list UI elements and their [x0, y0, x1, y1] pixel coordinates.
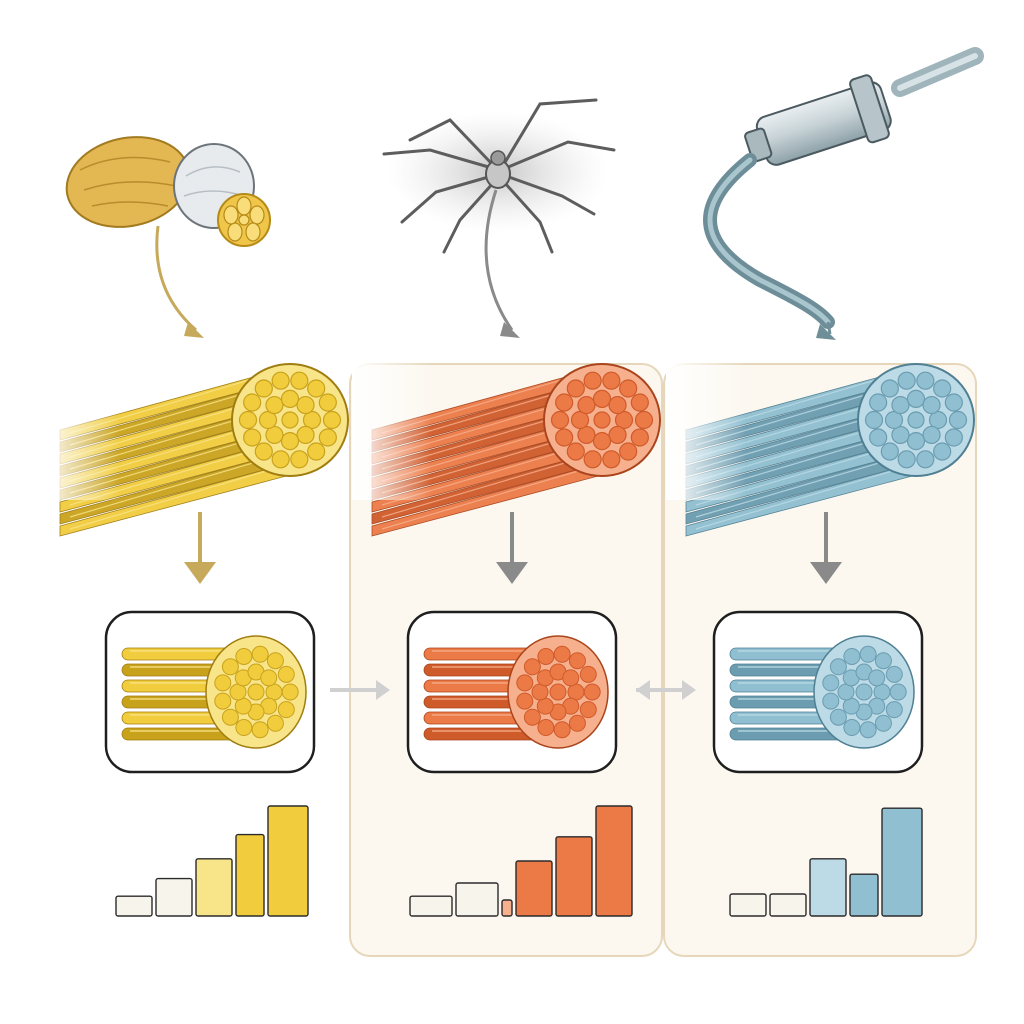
bar [409, 895, 453, 917]
bar [809, 858, 847, 917]
bar [455, 882, 499, 917]
source-arrow [155, 225, 204, 338]
bar [195, 858, 233, 917]
down-arrow [810, 512, 842, 584]
down-arrow [496, 512, 528, 584]
structure-card-synthetic-fiber [712, 610, 924, 774]
down-arrow [184, 512, 216, 584]
fiber-bundles [40, 360, 975, 537]
fiber-bundle-silk [40, 360, 349, 537]
comparison-connectors [330, 680, 696, 700]
bar [555, 836, 593, 917]
extrusion-nozzle-icon [703, 47, 984, 329]
connector-spider-silk-synthetic-fiber [636, 680, 696, 700]
bar-group-spider-silk [409, 805, 633, 917]
bar-group-silk [115, 805, 309, 917]
fiber-bundle-spider-silk [352, 360, 661, 537]
property-bar-groups [115, 805, 923, 917]
bar [267, 805, 309, 917]
bar [849, 873, 879, 917]
bar-group-synthetic-fiber [729, 807, 923, 917]
structure-card-silk [104, 610, 316, 774]
bar [155, 877, 193, 917]
bar [501, 899, 513, 917]
bar [595, 805, 633, 917]
bar [769, 893, 807, 917]
structure-card-spider-silk [406, 610, 618, 774]
source-arrows [155, 189, 836, 340]
fiber-bundle-synthetic-fiber [666, 360, 975, 537]
bar [235, 833, 265, 917]
down-arrows [184, 512, 842, 584]
silkworm-cocoon-icon [65, 136, 271, 247]
bar [729, 893, 767, 917]
source-arrow [816, 321, 836, 340]
bar [115, 895, 153, 917]
spider-icon [382, 98, 616, 254]
structure-cards [104, 610, 924, 774]
bar [515, 860, 553, 917]
connector-silk-spider-silk [330, 680, 390, 700]
source-arrow [484, 189, 520, 338]
bar [881, 807, 923, 917]
